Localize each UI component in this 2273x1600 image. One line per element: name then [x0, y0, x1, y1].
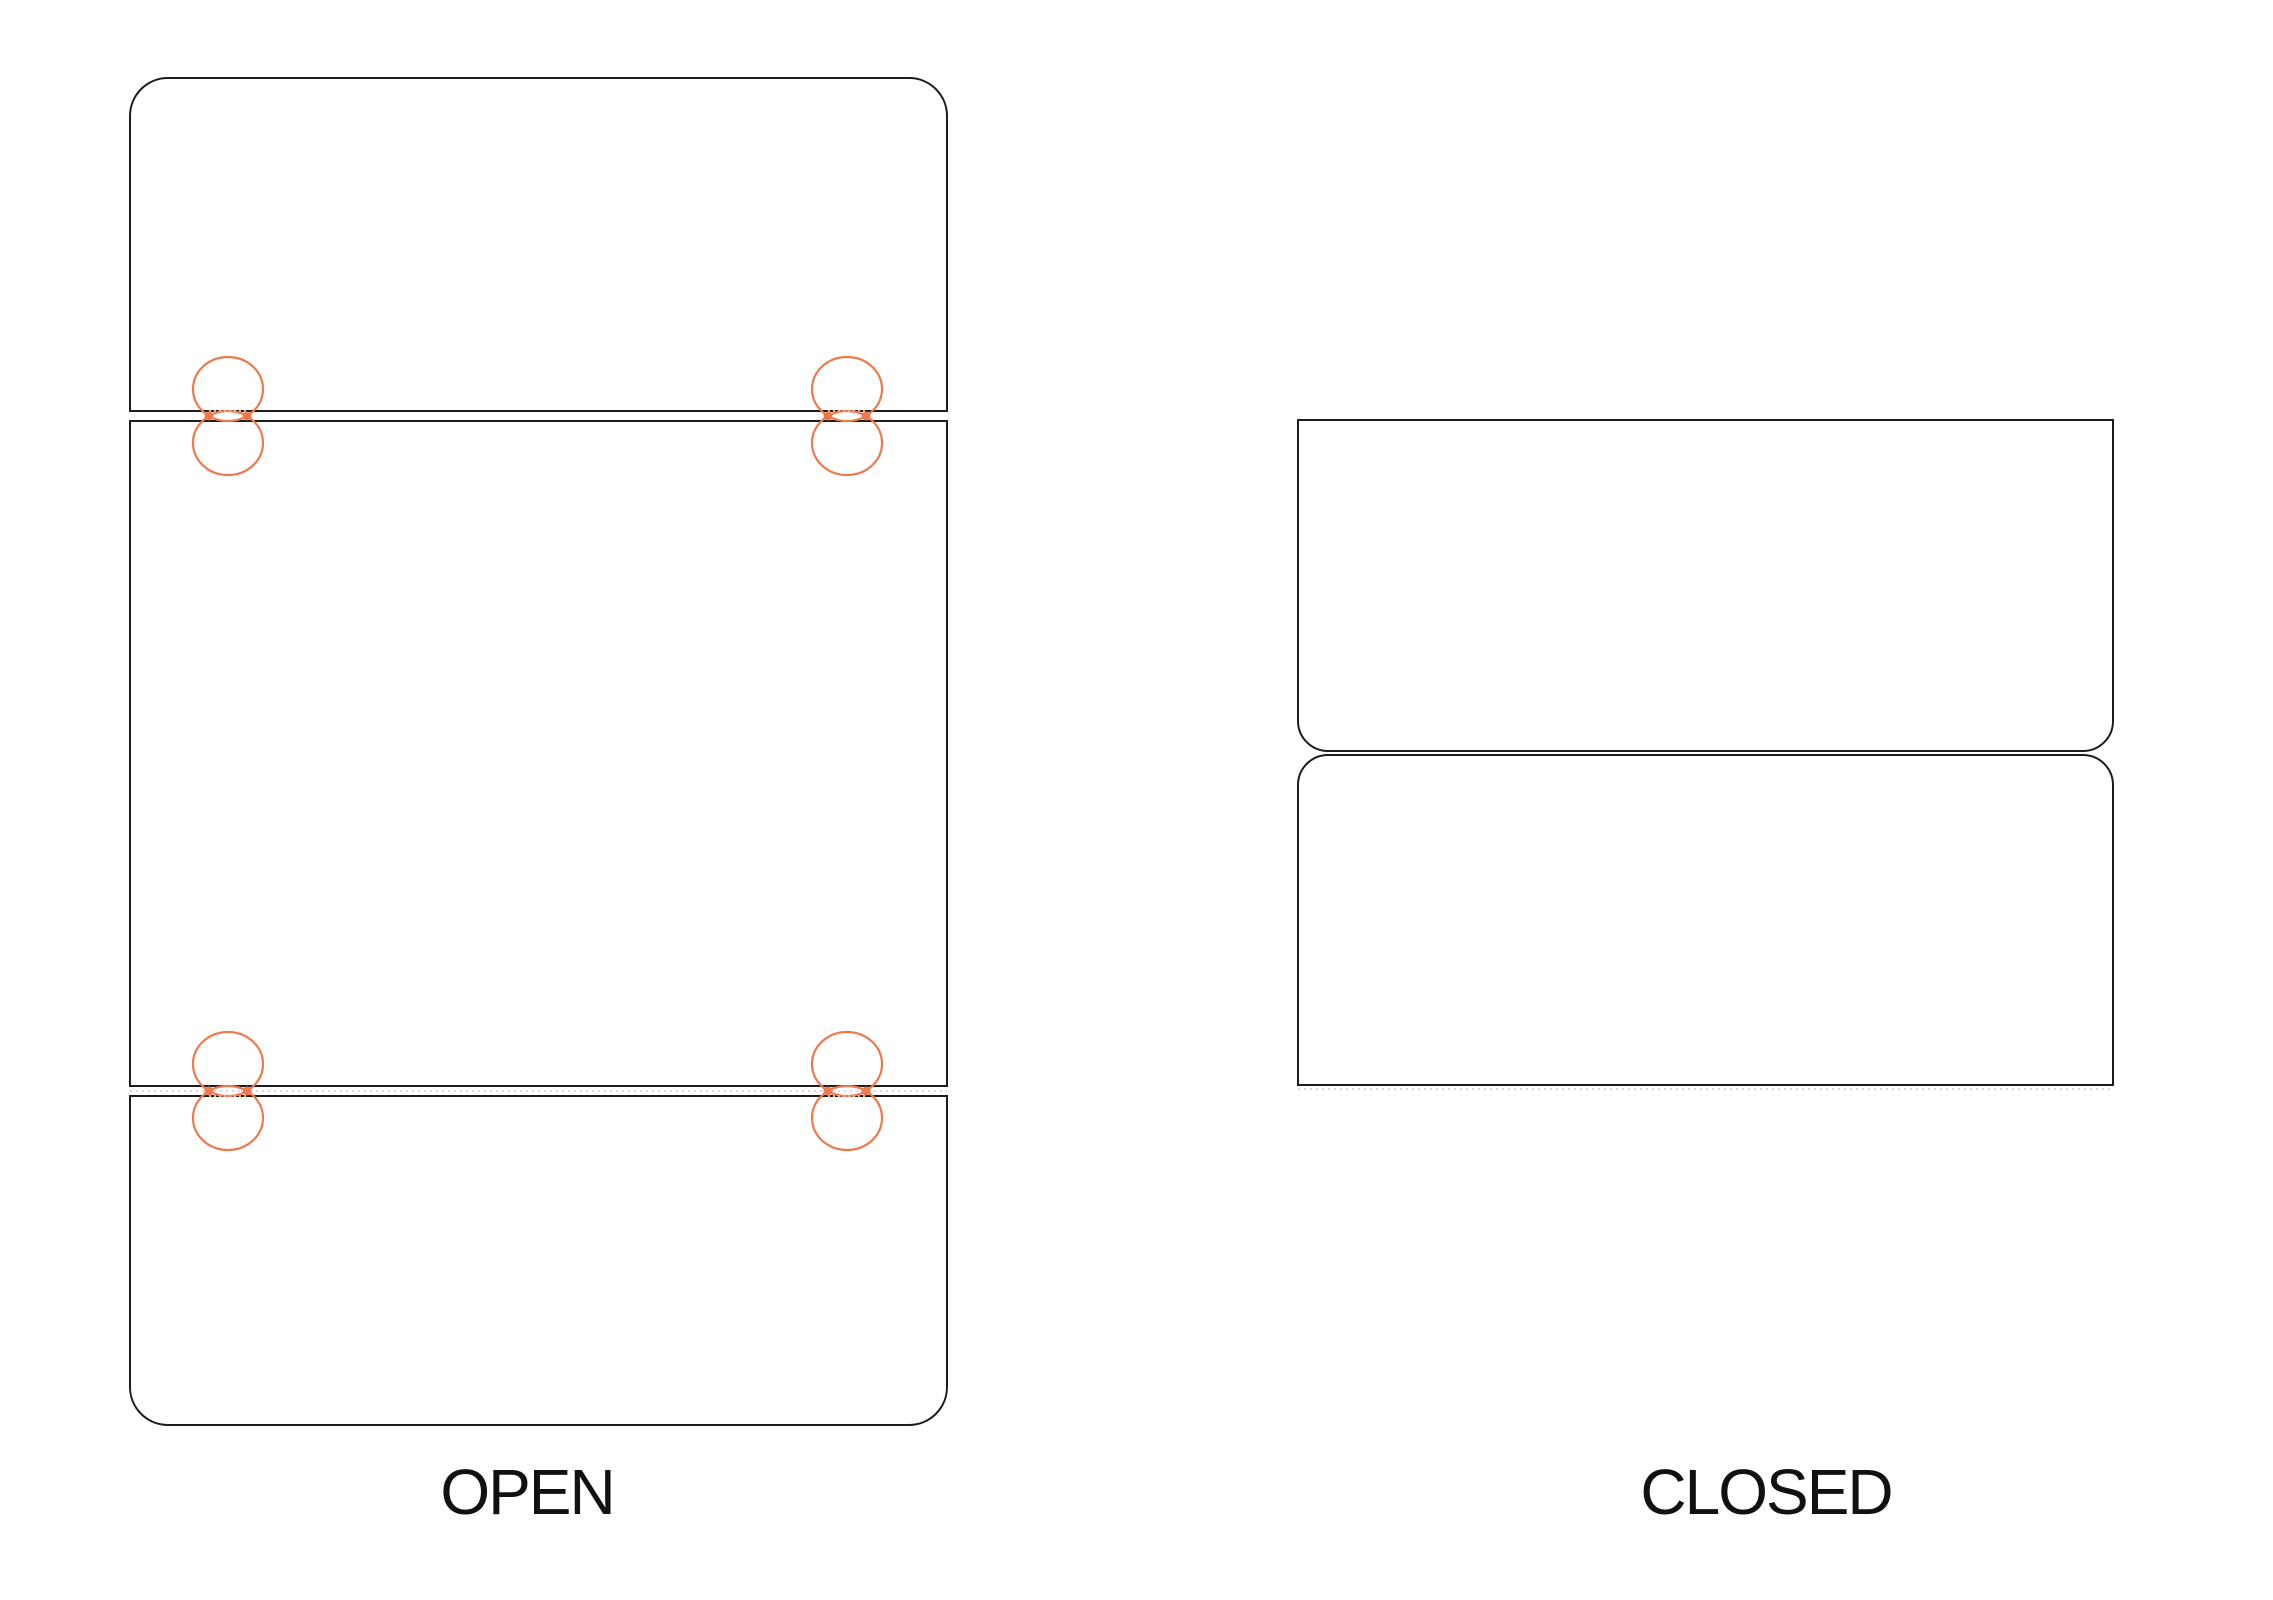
- open-top-lid-outline: [129, 77, 948, 412]
- open-bottom-lid-outline: [129, 1095, 948, 1426]
- open-view: [129, 77, 948, 1426]
- closed-upper-panel-outline: [1297, 419, 2114, 752]
- closed-view-label: CLOSED: [1640, 1456, 1893, 1528]
- hinge-bottom-right: [810, 1030, 884, 1152]
- closed-lower-panel-outline: [1297, 754, 2114, 1086]
- closed-view: [1297, 419, 2114, 1090]
- open-view-label: OPEN: [440, 1456, 615, 1528]
- open-body-outline: [129, 420, 948, 1087]
- hinge-top-left: [191, 355, 265, 477]
- hinge-top-right: [810, 355, 884, 477]
